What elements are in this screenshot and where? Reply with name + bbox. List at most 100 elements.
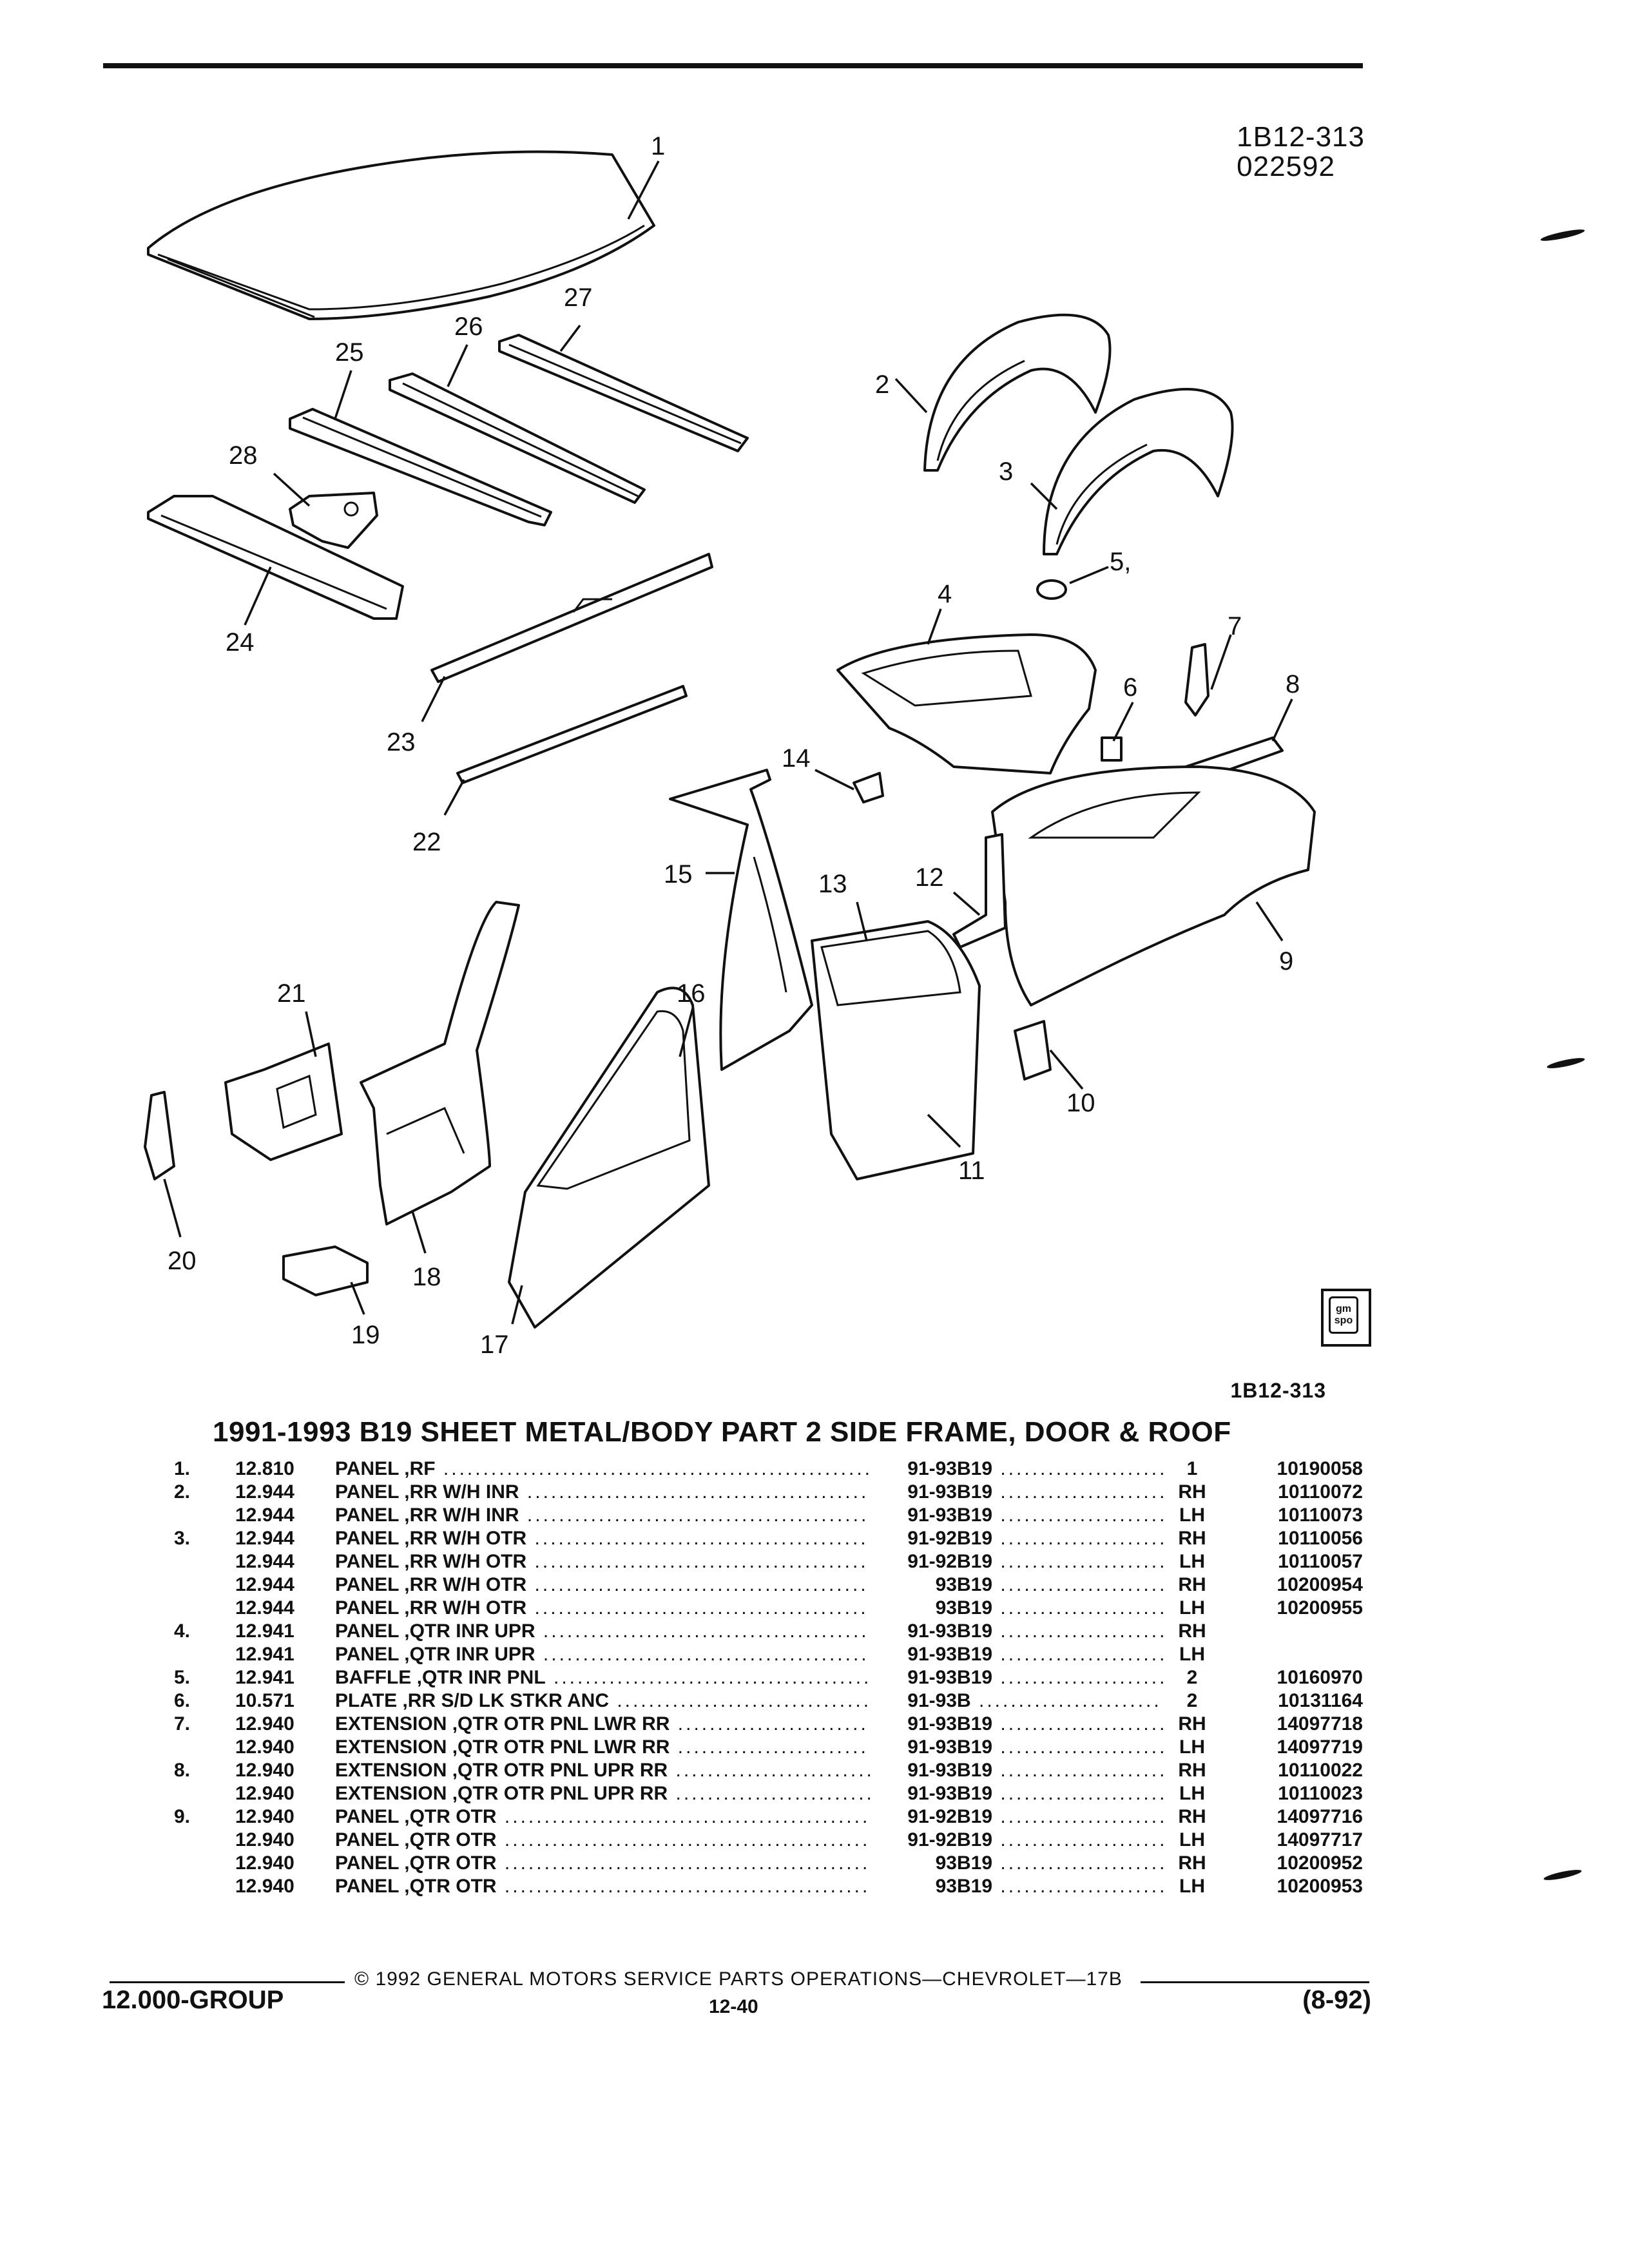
model-code: B19 bbox=[957, 1759, 1163, 1782]
part-description: PANEL ,RR W/H OTR bbox=[335, 1550, 870, 1573]
callout-16: 16 bbox=[677, 979, 706, 1008]
model-code: B19 bbox=[957, 1481, 1163, 1504]
model-code: B19 bbox=[957, 1805, 1163, 1829]
part-hinge-pillar-21 bbox=[224, 1043, 343, 1161]
part-vent-10 bbox=[1014, 1020, 1052, 1081]
model-code: B19 bbox=[957, 1573, 1163, 1597]
callout-12: 12 bbox=[915, 863, 944, 892]
part-bracket-28 bbox=[289, 492, 378, 549]
parts-table-title: 1991-1993 B19 SHEET METAL/BODY PART 2 SI… bbox=[213, 1416, 1231, 1448]
model-code: B19 bbox=[957, 1666, 1163, 1689]
model-years: 91-93 bbox=[907, 1713, 957, 1735]
quantity: LH bbox=[1179, 1551, 1205, 1572]
model-code: B19 bbox=[957, 1597, 1163, 1620]
part-a-pillar-18 bbox=[360, 901, 520, 1225]
quantity: 2 bbox=[1186, 1667, 1198, 1688]
item-number: 4. bbox=[174, 1620, 191, 1642]
part-number: 10110023 bbox=[1278, 1783, 1363, 1804]
model-years: 91-92 bbox=[907, 1829, 957, 1850]
model-code: B19 bbox=[957, 1550, 1163, 1573]
item-number bbox=[174, 1550, 235, 1573]
part-rail-22 bbox=[456, 685, 688, 784]
group-number: 12.941 bbox=[235, 1620, 294, 1642]
part-number bbox=[1215, 1643, 1363, 1666]
group-number: 12.944 bbox=[235, 1597, 294, 1619]
item-number: 9. bbox=[174, 1806, 191, 1827]
callout-1: 1 bbox=[651, 132, 665, 160]
item-number: 2. bbox=[174, 1481, 191, 1503]
part-block-19 bbox=[282, 1245, 369, 1296]
quantity: RH bbox=[1178, 1620, 1206, 1642]
callout-18: 18 bbox=[412, 1263, 441, 1291]
quantity: RH bbox=[1178, 1713, 1206, 1735]
item-number bbox=[174, 1643, 235, 1666]
footer-rule-right bbox=[1141, 1981, 1369, 1983]
part-description: PANEL ,QTR INR UPR bbox=[335, 1620, 870, 1643]
callout-22: 22 bbox=[412, 828, 441, 856]
model-years: 91-93 bbox=[907, 1481, 957, 1503]
group-number: 12.944 bbox=[235, 1504, 294, 1526]
part-description: PANEL ,QTR OTR bbox=[335, 1805, 870, 1829]
model-code: B19 bbox=[957, 1875, 1163, 1898]
part-number: 10110072 bbox=[1278, 1481, 1363, 1503]
part-description: PANEL ,RR W/H OTR bbox=[335, 1573, 870, 1597]
gm-spo-logo: gm spo bbox=[1321, 1289, 1371, 1347]
model-years: 91-93 bbox=[907, 1760, 957, 1781]
model-years: 93 bbox=[935, 1852, 957, 1874]
callout-2: 2 bbox=[875, 370, 889, 399]
group-number: 12.944 bbox=[235, 1528, 294, 1549]
callout-19: 19 bbox=[351, 1321, 380, 1349]
quantity: RH bbox=[1178, 1760, 1206, 1781]
group-number: 12.940 bbox=[235, 1760, 294, 1781]
group-number: 12.940 bbox=[235, 1806, 294, 1827]
part-number: 10200952 bbox=[1277, 1852, 1363, 1874]
item-number bbox=[174, 1852, 235, 1875]
quantity: 1 bbox=[1186, 1458, 1198, 1479]
part-bracket-14 bbox=[853, 772, 884, 803]
group-number: 12.940 bbox=[235, 1852, 294, 1874]
part-roof-rail-23 bbox=[430, 553, 713, 683]
callout-23: 23 bbox=[387, 728, 416, 756]
header-ref-code: 1B12-313 022592 bbox=[1237, 122, 1365, 182]
callout-10: 10 bbox=[1066, 1089, 1095, 1117]
part-number: 10131164 bbox=[1278, 1690, 1363, 1711]
model-years: 91-93 bbox=[907, 1667, 957, 1688]
callout-4: 4 bbox=[938, 580, 952, 608]
item-number bbox=[174, 1573, 235, 1597]
callout-14: 14 bbox=[782, 744, 811, 773]
model-code: B19 bbox=[957, 1782, 1163, 1805]
group-number: 12.944 bbox=[235, 1481, 294, 1503]
footer-date: (8-92) bbox=[1302, 1986, 1371, 2014]
group-number: 12.941 bbox=[235, 1667, 294, 1688]
part-number: 10110056 bbox=[1278, 1528, 1363, 1549]
quantity: RH bbox=[1178, 1806, 1206, 1827]
part-description: PANEL ,RR W/H INR bbox=[335, 1504, 870, 1527]
item-number: 3. bbox=[174, 1528, 191, 1549]
model-years: 91-93 bbox=[907, 1736, 957, 1758]
page-number: 12-40 bbox=[709, 1996, 758, 2017]
part-description: PANEL ,QTR OTR bbox=[335, 1875, 870, 1898]
ref-code-line2: 022592 bbox=[1237, 151, 1335, 182]
part-number: 10110022 bbox=[1278, 1760, 1363, 1781]
part-wheelhouse-inner bbox=[923, 313, 1112, 472]
part-roof-panel bbox=[147, 150, 655, 320]
quantity: LH bbox=[1179, 1876, 1205, 1897]
part-number: 10110073 bbox=[1278, 1504, 1363, 1526]
part-number: 14097718 bbox=[1277, 1713, 1363, 1735]
item-number: 5. bbox=[174, 1667, 191, 1688]
item-number bbox=[174, 1504, 235, 1527]
model-code: B19 bbox=[957, 1620, 1163, 1643]
part-description: EXTENSION ,QTR OTR PNL LWR RR bbox=[335, 1736, 870, 1759]
quantity: RH bbox=[1178, 1852, 1206, 1874]
model-code: B bbox=[957, 1689, 1163, 1713]
model-years: 91-92 bbox=[907, 1528, 957, 1549]
